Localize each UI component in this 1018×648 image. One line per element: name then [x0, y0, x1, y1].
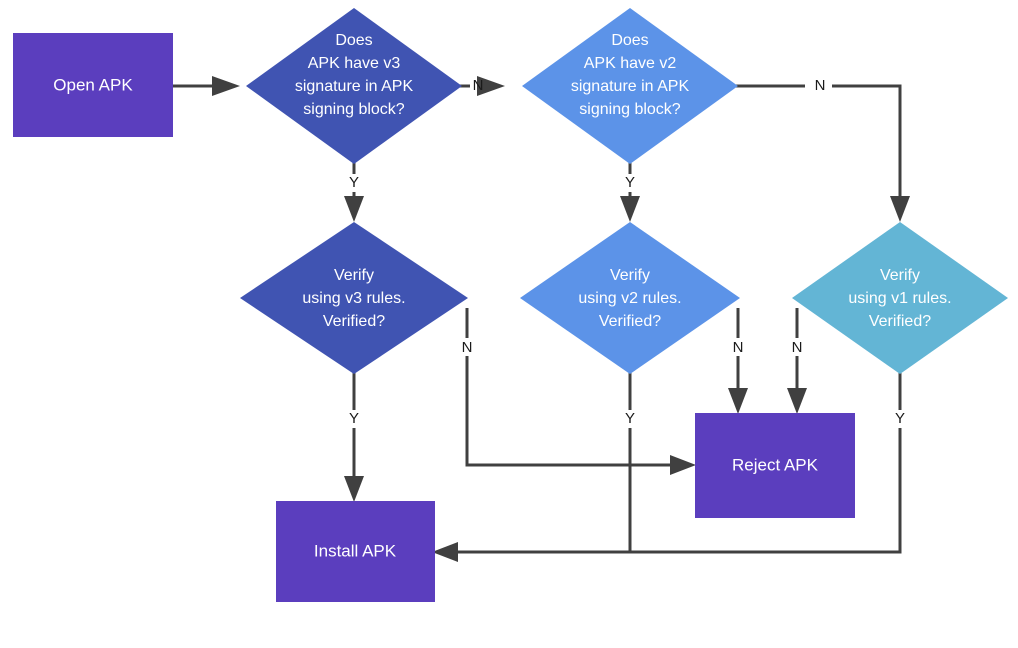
verify-v1-line-3: Verified?: [869, 313, 931, 330]
has-v3-line-3: signature in APK: [295, 78, 414, 95]
arrow-head-icon: [890, 196, 910, 222]
edge-label-verifyv1-yes: Y: [895, 410, 905, 427]
arrow-head-icon: [620, 196, 640, 222]
node-open-apk[interactable]: Open APK: [13, 33, 173, 137]
arrow-head-icon: [212, 76, 240, 96]
node-verify-v3[interactable]: Verify using v3 rules. Verified?: [240, 222, 468, 374]
has-v3-signature-shape[interactable]: [246, 8, 462, 164]
edge-verifyv2-no-to-reject: [728, 308, 748, 414]
edge-label-hasv2-yes: Y: [625, 174, 635, 191]
has-v2-signature-shape[interactable]: [522, 8, 738, 164]
edge-label-verifyv2-no: N: [733, 339, 744, 356]
edge-label-hasv3-yes: Y: [349, 174, 359, 191]
edge-hasv2-yes-to-verifyv2: [620, 160, 640, 222]
edge-label-hasv3-no: N: [473, 77, 484, 94]
node-verify-v1[interactable]: Verify using v1 rules. Verified?: [792, 222, 1008, 374]
verify-v1-line-2: using v1 rules.: [848, 290, 951, 307]
has-v2-line-1: Does: [611, 32, 648, 49]
node-reject-apk[interactable]: Reject APK: [695, 413, 855, 518]
open-apk-shape[interactable]: [13, 33, 173, 137]
edge-label-hasv2-no: N: [815, 77, 826, 94]
verify-v3-line-2: using v3 rules.: [302, 290, 405, 307]
node-has-v3-signature[interactable]: Does APK have v3 signature in APK signin…: [246, 8, 462, 164]
open-apk-label: Open APK: [53, 75, 133, 94]
arrow-head-icon: [787, 388, 807, 414]
has-v2-line-4: signing block?: [579, 101, 681, 118]
arrow-head-icon: [728, 388, 748, 414]
verify-v3-shape[interactable]: [240, 222, 468, 374]
verify-v1-shape[interactable]: [792, 222, 1008, 374]
verify-v2-line-3: Verified?: [599, 313, 661, 330]
edge-hasv2-no-to-verifyv1: [736, 84, 910, 222]
edge-verifyv3-no-to-reject: [465, 308, 696, 475]
arrow-head-icon: [670, 455, 696, 475]
arrow-head-icon: [344, 196, 364, 222]
verify-v3-line-1: Verify: [334, 267, 374, 284]
has-v3-line-2: APK have v3: [308, 55, 401, 72]
install-apk-shape[interactable]: [276, 501, 435, 602]
edge-verifyv3-yes-to-install: [344, 368, 364, 502]
reject-apk-label: Reject APK: [732, 455, 819, 474]
verify-v2-line-2: using v2 rules.: [578, 290, 681, 307]
verify-v2-line-1: Verify: [610, 267, 650, 284]
edge-hasv3-yes-to-verifyv3: [344, 160, 364, 222]
has-v3-line-4: signing block?: [303, 101, 405, 118]
verify-v1-line-1: Verify: [880, 267, 920, 284]
has-v2-line-2: APK have v2: [584, 55, 677, 72]
arrow-head-icon: [477, 76, 505, 96]
edge-verifyv1-no-to-reject: [787, 308, 807, 414]
edge-label-verifyv2-yes: Y: [625, 410, 635, 427]
verify-v3-line-3: Verified?: [323, 313, 385, 330]
node-verify-v2[interactable]: Verify using v2 rules. Verified?: [520, 222, 740, 374]
node-install-apk[interactable]: Install APK: [276, 501, 435, 602]
edge-open-to-hasv3: [173, 76, 240, 96]
install-apk-label: Install APK: [314, 541, 397, 560]
arrow-head-icon: [344, 476, 364, 502]
edge-label-verifyv3-no: N: [462, 339, 473, 356]
node-has-v2-signature[interactable]: Does APK have v2 signature in APK signin…: [522, 8, 738, 164]
reject-apk-shape[interactable]: [695, 413, 855, 518]
has-v3-line-1: Does: [335, 32, 372, 49]
edge-label-verifyv3-yes: Y: [349, 410, 359, 427]
verify-v2-shape[interactable]: [520, 222, 740, 374]
edge-label-verifyv1-no: N: [792, 339, 803, 356]
has-v2-line-3: signature in APK: [571, 78, 690, 95]
edge-verifyv1-yes-to-install: [630, 368, 902, 554]
arrow-head-icon: [432, 542, 458, 562]
